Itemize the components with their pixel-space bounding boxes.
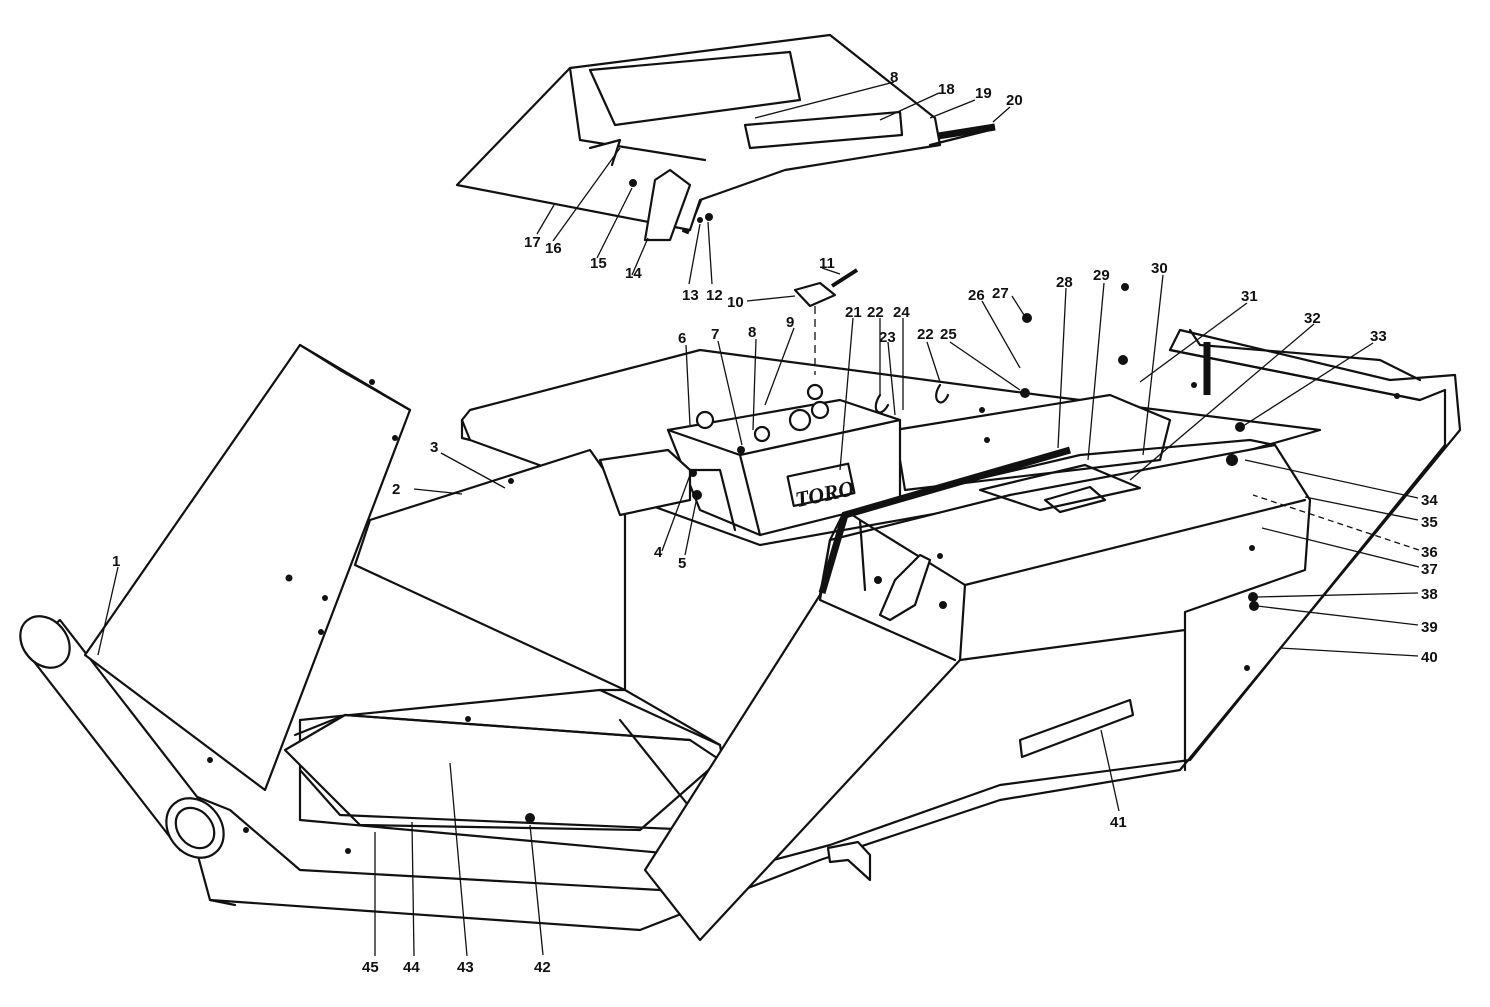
callout-13: 13 (682, 287, 699, 304)
callout-37: 37 (1421, 561, 1438, 578)
fasteners (465, 179, 1400, 823)
callout-22-right: 22 (917, 326, 934, 343)
callout-21: 21 (845, 304, 862, 321)
callout-23: 23 (879, 329, 896, 346)
callout-26: 26 (968, 287, 985, 304)
console-hood (455, 33, 992, 242)
callout-29: 29 (1093, 267, 1110, 284)
callout-4: 4 (654, 544, 663, 561)
callout-9: 9 (786, 314, 794, 331)
callout-32: 32 (1304, 310, 1321, 327)
callout-33: 33 (1370, 328, 1387, 345)
callout-12: 12 (706, 287, 723, 304)
battery: TORO (666, 383, 902, 537)
leader-lines (97, 81, 1420, 957)
callout-8-lower: 8 (748, 324, 756, 341)
callout-5: 5 (678, 555, 686, 572)
callout-43: 43 (457, 959, 474, 976)
front-roller-tube (19, 615, 351, 859)
callout-28: 28 (1056, 274, 1073, 291)
callout-41: 41 (1110, 814, 1127, 831)
callout-19: 19 (975, 85, 992, 102)
callout-20: 20 (1006, 92, 1023, 109)
callout-3: 3 (430, 439, 438, 456)
callout-1: 1 (112, 553, 120, 570)
callout-39: 39 (1421, 619, 1438, 636)
battery-bracket (598, 448, 737, 532)
callout-45: 45 (362, 959, 379, 976)
callout-27: 27 (992, 285, 1009, 302)
callout-7: 7 (711, 326, 719, 343)
callout-2: 2 (392, 481, 400, 498)
callout-10: 10 (727, 294, 744, 311)
callout-17: 17 (524, 234, 541, 251)
callout-40: 40 (1421, 649, 1438, 666)
callout-34: 34 (1421, 492, 1438, 509)
callout-24: 24 (893, 304, 910, 321)
callout-15: 15 (590, 255, 607, 272)
lower-hinge-bracket (826, 840, 872, 882)
callout-16: 16 (545, 240, 562, 257)
callout-labels: 1 2 3 4 5 6 7 8 9 10 11 12 13 14 15 16 1… (112, 69, 1438, 976)
callout-8-upper: 8 (890, 69, 898, 86)
callout-22-left: 22 (867, 304, 884, 321)
callout-31: 31 (1241, 288, 1258, 305)
battery-cable-terminal (793, 268, 859, 375)
hold-down-hook-left (874, 393, 890, 414)
left-hinged-panel (83, 343, 412, 792)
callout-36: 36 (1421, 544, 1438, 561)
callout-30: 30 (1151, 260, 1168, 277)
callout-35: 35 (1421, 514, 1438, 531)
callout-42: 42 (534, 959, 551, 976)
callout-14: 14 (625, 265, 642, 282)
hold-down-hook-right (935, 383, 950, 404)
callout-18: 18 (938, 81, 955, 98)
callout-11: 11 (819, 255, 835, 272)
seat-seal-strip (818, 446, 1071, 594)
callout-38: 38 (1421, 586, 1438, 603)
callout-25: 25 (940, 326, 957, 343)
callout-6: 6 (678, 330, 686, 347)
fender-latch (878, 553, 932, 622)
callout-44: 44 (403, 959, 420, 976)
